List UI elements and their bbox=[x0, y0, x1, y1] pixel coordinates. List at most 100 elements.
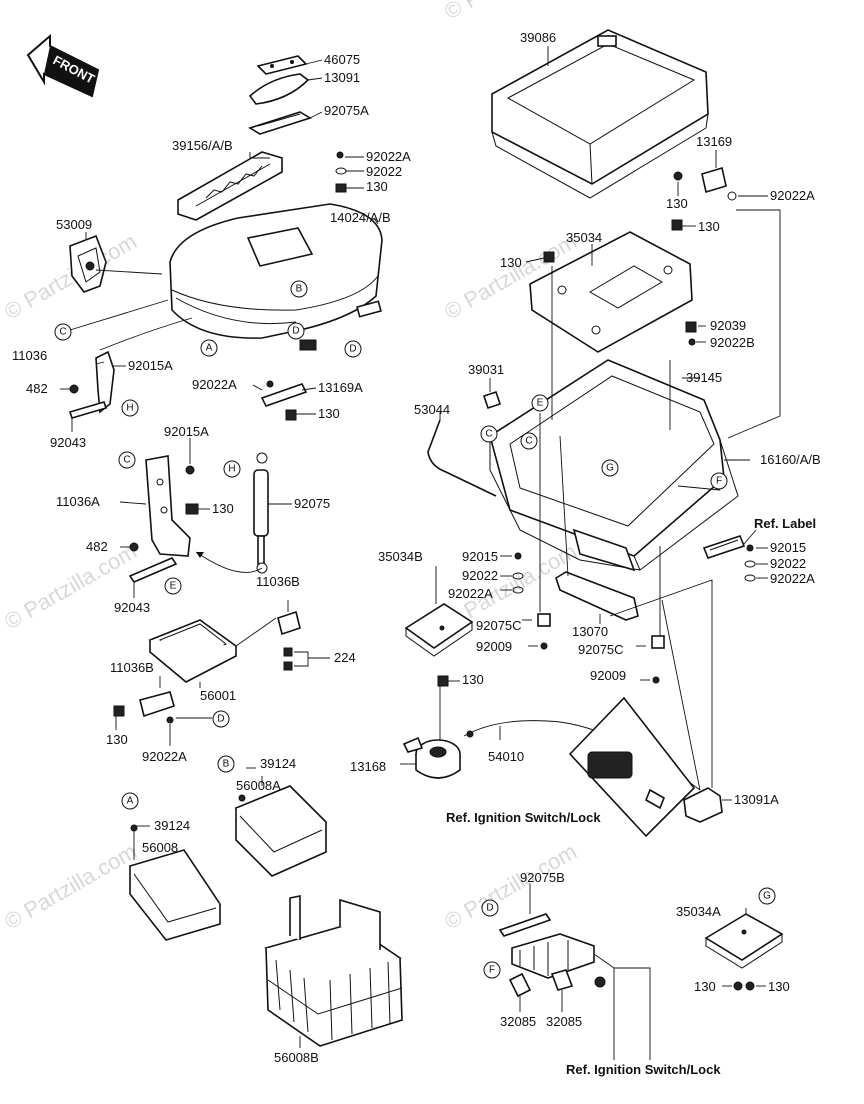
hinge-11036A bbox=[128, 455, 199, 583]
part-label: 92022 bbox=[462, 568, 498, 583]
part-label: 53044 bbox=[414, 402, 450, 417]
hinge-11036B-lower bbox=[113, 691, 175, 724]
part-label: 92022A bbox=[770, 188, 815, 203]
cap-13091A bbox=[683, 787, 723, 823]
bracket-13169 bbox=[671, 166, 737, 231]
part-label: 92015 bbox=[770, 540, 806, 555]
plate-35034A bbox=[704, 913, 784, 991]
part-label: 39124 bbox=[154, 818, 190, 833]
front-arrow-icon: FRONT bbox=[26, 33, 100, 98]
lock-cylinder-13168 bbox=[402, 736, 461, 779]
part-label: 92015A bbox=[128, 358, 173, 373]
part-label: 130 bbox=[500, 255, 522, 270]
part-label: Ref. Label bbox=[754, 516, 816, 531]
callout-g: G bbox=[763, 891, 771, 902]
part-label: 482 bbox=[86, 539, 108, 554]
part-label: 13070 bbox=[572, 624, 608, 639]
part-label: 92015 bbox=[462, 549, 498, 564]
part-label: 130 bbox=[768, 979, 790, 994]
part-label: 92015A bbox=[164, 424, 209, 439]
part-label: 39145 bbox=[686, 370, 722, 385]
part-label: 92022 bbox=[366, 164, 402, 179]
part-label: 35034 bbox=[566, 230, 602, 245]
callout-b: B bbox=[296, 284, 303, 295]
part-label: 11036B bbox=[110, 660, 154, 675]
part-label: 130 bbox=[106, 732, 128, 747]
callout-a: A bbox=[206, 343, 213, 354]
watermark: © Partzilla.com bbox=[0, 839, 141, 935]
callout-h: H bbox=[228, 464, 235, 475]
part-label: 92022A bbox=[142, 749, 187, 764]
callout-d: D bbox=[349, 344, 356, 355]
part-label: Ref. Ignition Switch/Lock bbox=[446, 810, 601, 825]
part-label: 13091 bbox=[324, 70, 360, 85]
watermark: © Partzilla.com bbox=[440, 0, 581, 24]
callout-d: D bbox=[217, 714, 224, 725]
bracket-92075B: D bbox=[481, 899, 552, 937]
bracket-13070 bbox=[555, 571, 639, 621]
part-label: 32085 bbox=[500, 1014, 536, 1029]
plate-35034 bbox=[529, 231, 693, 353]
watermark: © Partzilla.com bbox=[0, 539, 141, 635]
callout-f: F bbox=[489, 965, 495, 976]
part-label: 56008A bbox=[236, 778, 281, 793]
part-labels: 46075 13091 92075A 39156/A/B 92022A 9202… bbox=[12, 30, 821, 1077]
callout-c: C bbox=[525, 436, 532, 447]
label-plate bbox=[702, 535, 746, 559]
part-label: 39086 bbox=[520, 30, 556, 45]
part-label: 130 bbox=[698, 219, 720, 234]
part-label: 130 bbox=[694, 979, 716, 994]
part-label: 92075C bbox=[578, 642, 624, 657]
callout-d: D bbox=[486, 903, 493, 914]
part-label: 92075C bbox=[476, 618, 522, 633]
part-label: 32085 bbox=[546, 1014, 582, 1029]
part-label: 54010 bbox=[488, 749, 524, 764]
watermark: © Partzilla.com bbox=[440, 839, 581, 935]
ignition-switch-group bbox=[511, 933, 595, 979]
part-label: 11036 bbox=[12, 348, 47, 363]
plate-35034B bbox=[404, 603, 474, 687]
part-label: 130 bbox=[462, 672, 484, 687]
part-label: 92043 bbox=[50, 435, 86, 450]
part-label: 92022B bbox=[710, 335, 755, 350]
hinge-11036 bbox=[68, 350, 115, 419]
part-label: 92039 bbox=[710, 318, 746, 333]
part-label: 130 bbox=[666, 196, 688, 211]
part-label: 35034B bbox=[378, 549, 423, 564]
liner-39086 bbox=[491, 29, 709, 199]
part-label: 130 bbox=[318, 406, 340, 421]
ignition-switch-panel bbox=[568, 696, 696, 838]
key-32085 bbox=[508, 972, 532, 998]
part-label: 39156/A/B bbox=[172, 138, 233, 153]
case-body-39145: G bbox=[489, 359, 739, 572]
plate-13169A bbox=[260, 380, 308, 421]
callout-e: E bbox=[170, 581, 177, 592]
part-label: 482 bbox=[26, 381, 48, 396]
part-label: 92043 bbox=[114, 600, 150, 615]
part-label: 92022A bbox=[192, 377, 237, 392]
pouch-56008A bbox=[234, 785, 328, 877]
callout-a: A bbox=[127, 796, 134, 807]
part-label: 92075 bbox=[294, 496, 330, 511]
key-32085-2 bbox=[550, 969, 574, 991]
part-label: 92022 bbox=[770, 556, 806, 571]
part-label: 46075 bbox=[324, 52, 360, 67]
watermark: © Partzilla.com bbox=[0, 229, 141, 325]
part-label: 39124 bbox=[260, 756, 296, 771]
part-label: 92009 bbox=[590, 668, 626, 683]
tray-56001 bbox=[148, 617, 277, 683]
top-case-lid: B bbox=[169, 55, 383, 351]
part-label: 92075B bbox=[520, 870, 565, 885]
callout-b: B bbox=[223, 759, 230, 770]
callout-g: G bbox=[606, 463, 614, 474]
callout-c: C bbox=[123, 455, 130, 466]
part-label: 53009 bbox=[56, 217, 92, 232]
part-label: 14024/A/B bbox=[330, 210, 391, 225]
part-label: 13169 bbox=[696, 134, 732, 149]
leader-lines bbox=[60, 46, 781, 1060]
callout-f: F bbox=[716, 476, 722, 487]
part-label: 56001 bbox=[200, 688, 236, 703]
part-label: 56008B bbox=[274, 1050, 319, 1065]
part-label: 92022A bbox=[366, 149, 411, 164]
